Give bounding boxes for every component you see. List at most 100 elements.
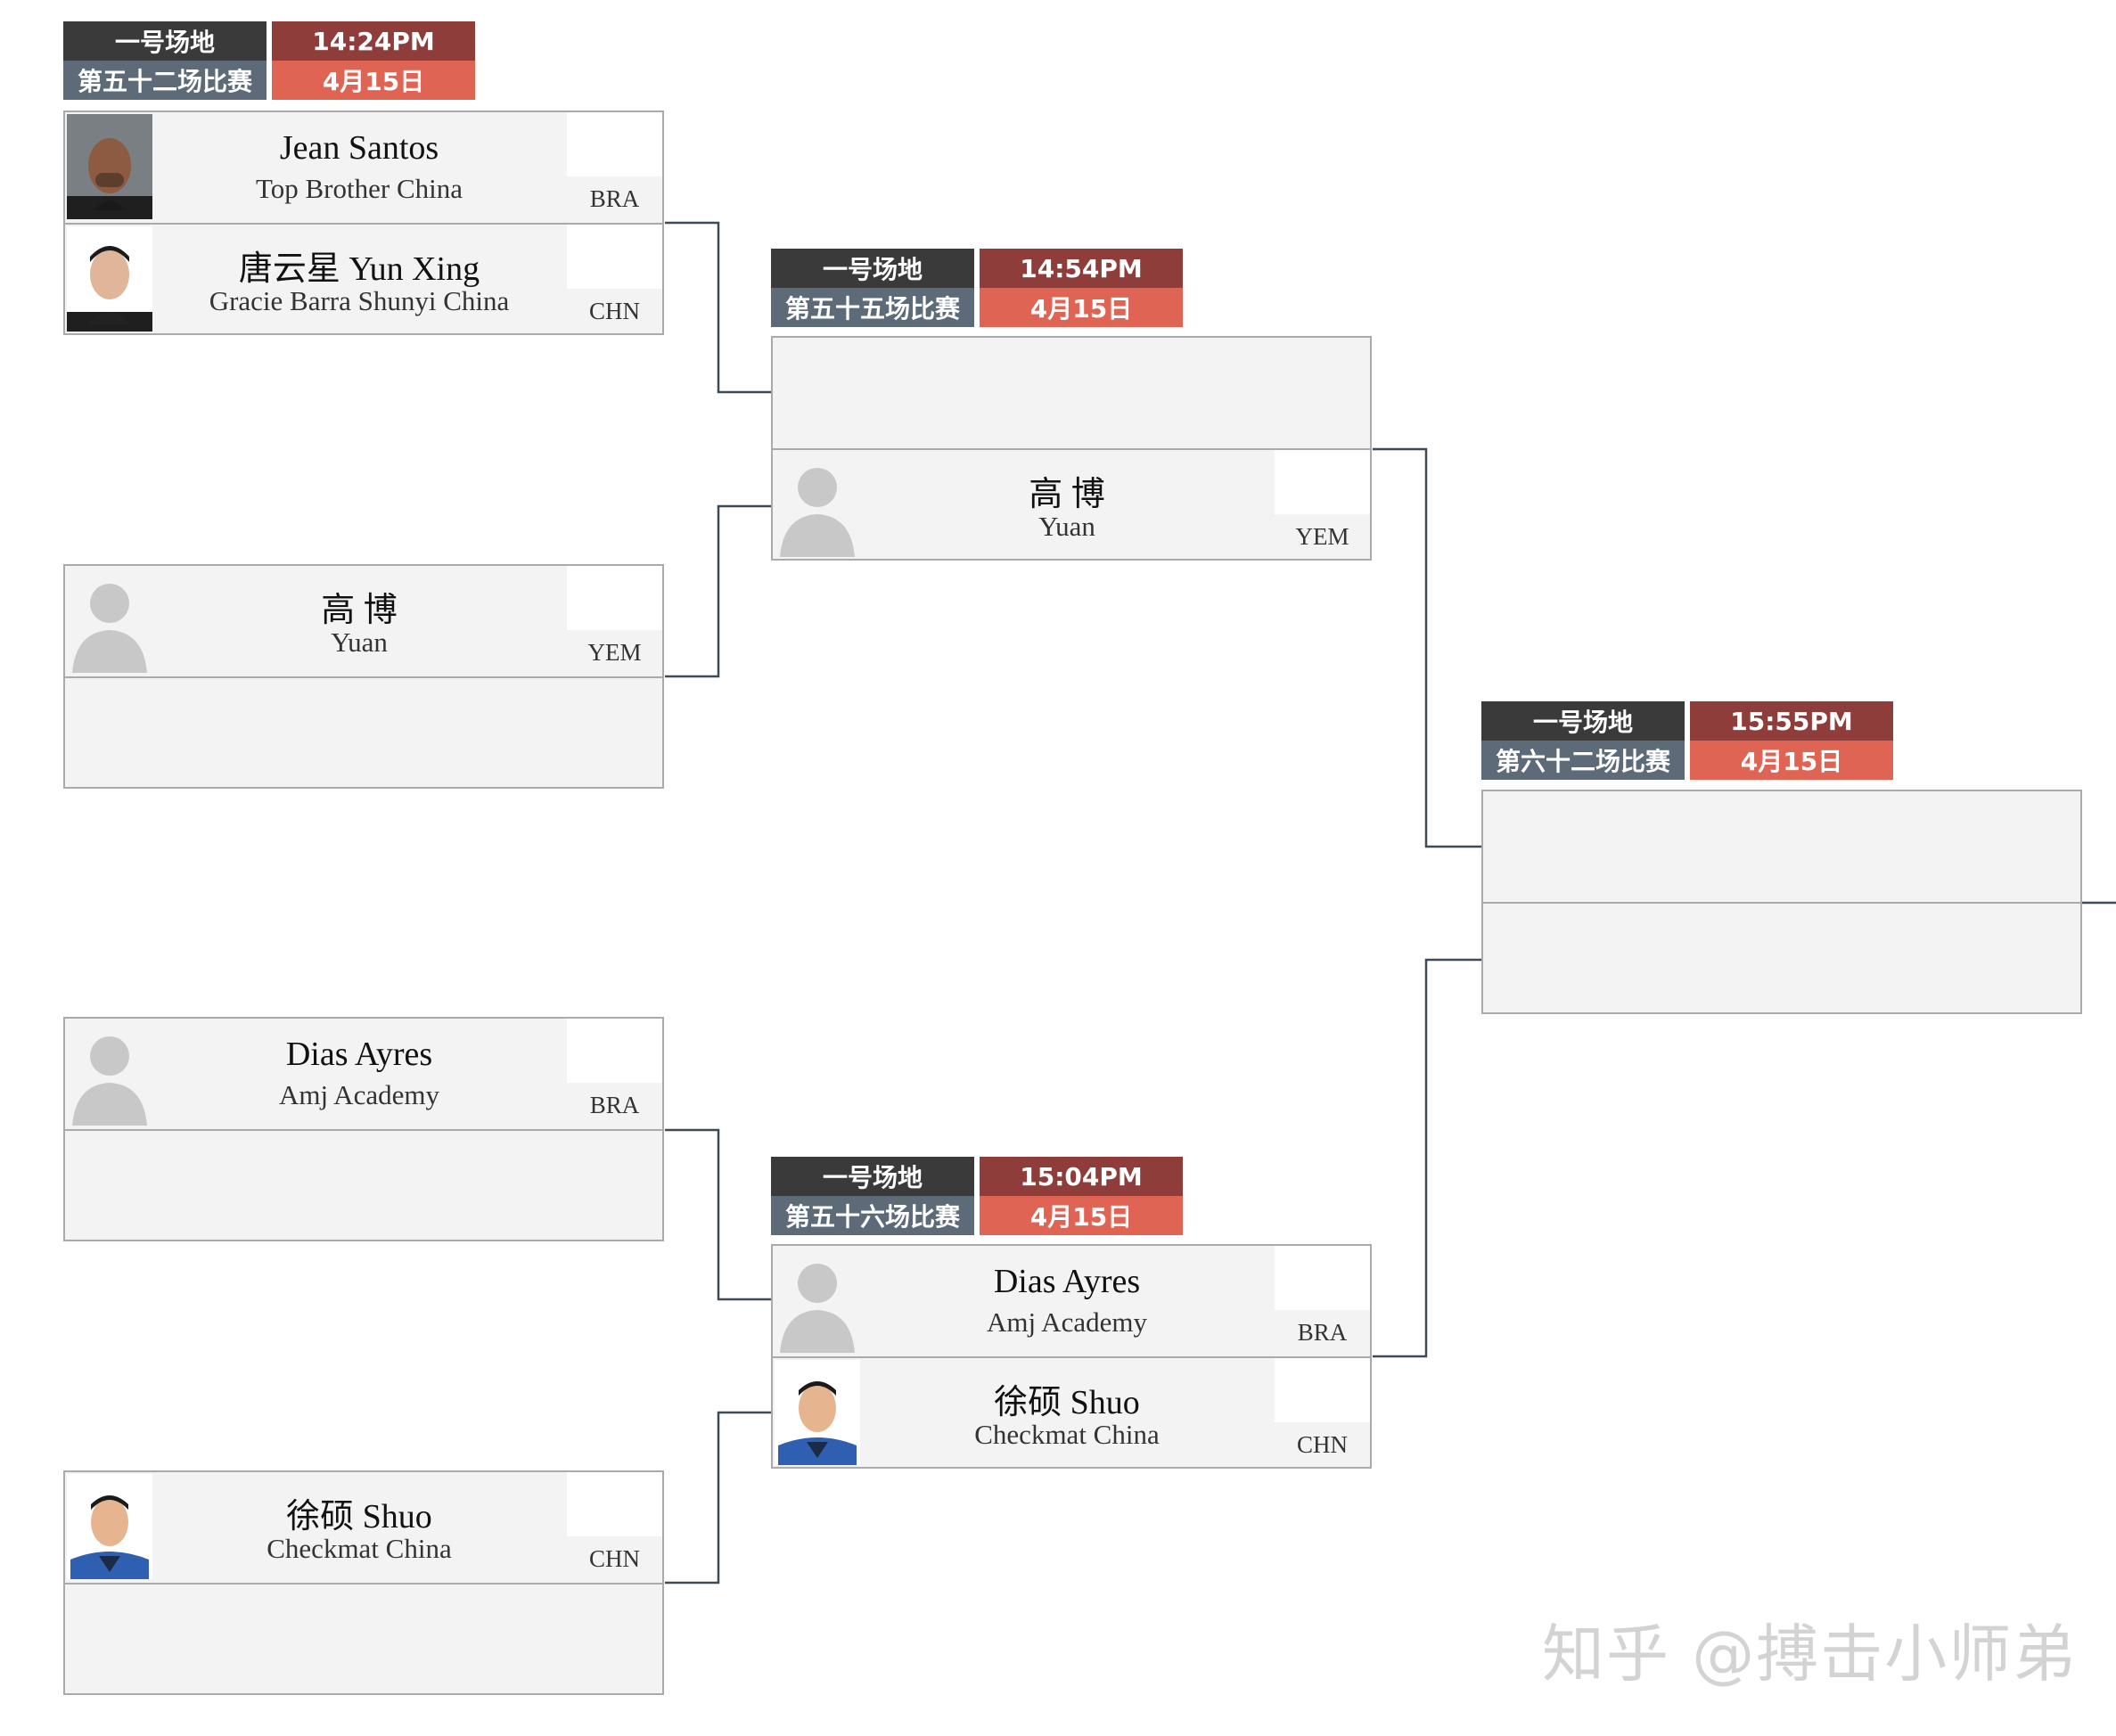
bout-label: 第五十二场比赛 <box>63 61 267 100</box>
country-code: BRA <box>589 185 640 212</box>
bracket-match-r2-2: Dias Ayres Amj Academy BRA 徐硕 Shuo Check… <box>771 1244 1372 1469</box>
avatar-placeholder-icon <box>775 452 860 557</box>
competitor-slot-empty[interactable] <box>65 1585 662 1695</box>
competitor-slot-empty[interactable] <box>1483 791 2080 904</box>
avatar-santos <box>67 114 152 219</box>
competitor-info: 高 博 Yuan <box>862 450 1272 561</box>
competitor-team: Checkmat China <box>974 1419 1160 1450</box>
match-date: 4月15日 <box>272 61 475 100</box>
match-header-52: 一号场地 第五十二场比赛 14:24PM 4月15日 <box>63 21 475 100</box>
competitor-slot-gaobo[interactable]: 高 博 Yuan YEM <box>773 450 1370 561</box>
country-cell: BRA <box>567 1019 662 1129</box>
bout-label: 第六十二场比赛 <box>1481 741 1685 780</box>
bracket-match-r1-2: 高 博 Yuan YEM <box>63 564 664 789</box>
bracket-match-r1-4: 徐硕 Shuo Checkmat China CHN <box>63 1470 664 1695</box>
competitor-team: Yuan <box>1038 511 1095 542</box>
avatar-shuo <box>67 1474 152 1579</box>
avatar-yunxing <box>67 226 152 332</box>
country-cell: BRA <box>1275 1246 1370 1356</box>
competitor-name: 高 博 <box>321 592 398 629</box>
competitor-slot-yunxing[interactable]: 唐云星 Yun Xing Gracie Barra Shunyi China C… <box>65 225 662 335</box>
match-time: 15:55PM <box>1690 701 1893 741</box>
match-date: 4月15日 <box>980 288 1183 327</box>
flag-placeholder <box>567 225 662 289</box>
bracket-match-r2-1: 高 博 Yuan YEM <box>771 336 1372 561</box>
competitor-team: Top Brother China <box>255 173 463 204</box>
competitor-info: Jean Santos Top Brother China <box>154 112 564 223</box>
flag-placeholder <box>1275 450 1370 514</box>
competitor-info: Dias Ayres Amj Academy <box>154 1019 564 1129</box>
match-header-55: 一号场地 第五十五场比赛 14:54PM 4月15日 <box>771 249 1183 327</box>
competitor-slot-empty[interactable] <box>773 338 1370 450</box>
country-code: CHN <box>588 1545 640 1572</box>
country-code: BRA <box>1297 1319 1348 1346</box>
match-time: 15:04PM <box>980 1157 1183 1196</box>
competitor-team: Gracie Barra Shunyi China <box>209 285 510 316</box>
country-cell: CHN <box>567 1472 662 1583</box>
competitor-name: 唐云星 Yun Xing <box>238 250 480 288</box>
match-time: 14:54PM <box>980 249 1183 288</box>
bracket-match-r3 <box>1481 790 2082 1014</box>
country-code: BRA <box>589 1092 640 1118</box>
competitor-name: Dias Ayres <box>285 1036 433 1073</box>
bracket-match-r1-3: Dias Ayres Amj Academy BRA <box>63 1017 664 1241</box>
country-cell: CHN <box>567 225 662 335</box>
avatar-placeholder-icon <box>775 1248 860 1353</box>
country-code: CHN <box>588 298 640 324</box>
competitor-slot-santos[interactable]: Jean Santos Top Brother China BRA <box>65 112 662 225</box>
competitor-slot-shuo[interactable]: 徐硕 Shuo Checkmat China CHN <box>65 1472 662 1585</box>
bracket-match-r1-1: Jean Santos Top Brother China BRA 唐云星 Yu… <box>63 111 664 335</box>
match-date: 4月15日 <box>980 1196 1183 1235</box>
competitor-slot-shuo[interactable]: 徐硕 Shuo Checkmat China CHN <box>773 1358 1370 1469</box>
competitor-slot-empty[interactable] <box>65 1131 662 1241</box>
competitor-name: Jean Santos <box>279 129 439 167</box>
competitor-slot-empty[interactable] <box>65 678 662 789</box>
competitor-info: 高 博 Yuan <box>154 566 564 676</box>
competitor-slot-ayres[interactable]: Dias Ayres Amj Academy BRA <box>65 1019 662 1131</box>
country-code: YEM <box>587 639 642 666</box>
flag-placeholder <box>567 1472 662 1536</box>
bout-label: 第五十五场比赛 <box>771 288 974 327</box>
competitor-info: 徐硕 Shuo Checkmat China <box>154 1472 564 1583</box>
bout-label: 第五十六场比赛 <box>771 1196 974 1235</box>
competitor-info: 徐硕 Shuo Checkmat China <box>862 1358 1272 1469</box>
avatar-placeholder-icon <box>67 1020 152 1126</box>
match-date: 4月15日 <box>1690 741 1893 780</box>
competitor-info: Dias Ayres Amj Academy <box>862 1246 1272 1356</box>
competitor-slot-ayres[interactable]: Dias Ayres Amj Academy BRA <box>773 1246 1370 1358</box>
match-header-56: 一号场地 第五十六场比赛 15:04PM 4月15日 <box>771 1157 1183 1235</box>
connector-r1m4 <box>665 1411 771 1585</box>
connector-r2m2 <box>1373 958 1481 1358</box>
connector-r2m1 <box>1373 447 1481 848</box>
connector-r1m3 <box>665 1128 771 1301</box>
competitor-team: Yuan <box>331 626 388 658</box>
country-cell: CHN <box>1275 1358 1370 1469</box>
flag-placeholder <box>1275 1246 1370 1310</box>
country-code: YEM <box>1295 523 1349 550</box>
match-time: 14:24PM <box>272 21 475 61</box>
venue-label: 一号场地 <box>63 21 267 61</box>
flag-placeholder <box>567 566 662 630</box>
competitor-name: 徐硕 Shuo <box>994 1384 1140 1421</box>
competitor-slot-empty[interactable] <box>1483 904 2080 1014</box>
competitor-name: Dias Ayres <box>993 1263 1141 1300</box>
country-cell: YEM <box>567 566 662 676</box>
competitor-team: Amj Academy <box>987 1306 1147 1338</box>
venue-label: 一号场地 <box>771 249 974 288</box>
flag-placeholder <box>1275 1358 1370 1422</box>
connector-r1m2 <box>665 504 771 678</box>
competitor-name: 高 博 <box>1029 476 1105 513</box>
competitor-team: Checkmat China <box>267 1533 452 1564</box>
country-code: CHN <box>1296 1431 1348 1458</box>
competitor-slot-gaobo[interactable]: 高 博 Yuan YEM <box>65 566 662 678</box>
flag-placeholder <box>567 112 662 176</box>
competitor-team: Amj Academy <box>279 1079 439 1110</box>
competitor-info: 唐云星 Yun Xing Gracie Barra Shunyi China <box>154 225 564 335</box>
watermark: 知乎 @搏击小师弟 <box>1542 1617 2078 1691</box>
avatar-shuo <box>775 1360 860 1465</box>
match-header-62: 一号场地 第六十二场比赛 15:55PM 4月15日 <box>1481 701 1893 780</box>
avatar-placeholder-icon <box>67 568 152 673</box>
country-cell: BRA <box>567 112 662 223</box>
country-cell: YEM <box>1275 450 1370 561</box>
